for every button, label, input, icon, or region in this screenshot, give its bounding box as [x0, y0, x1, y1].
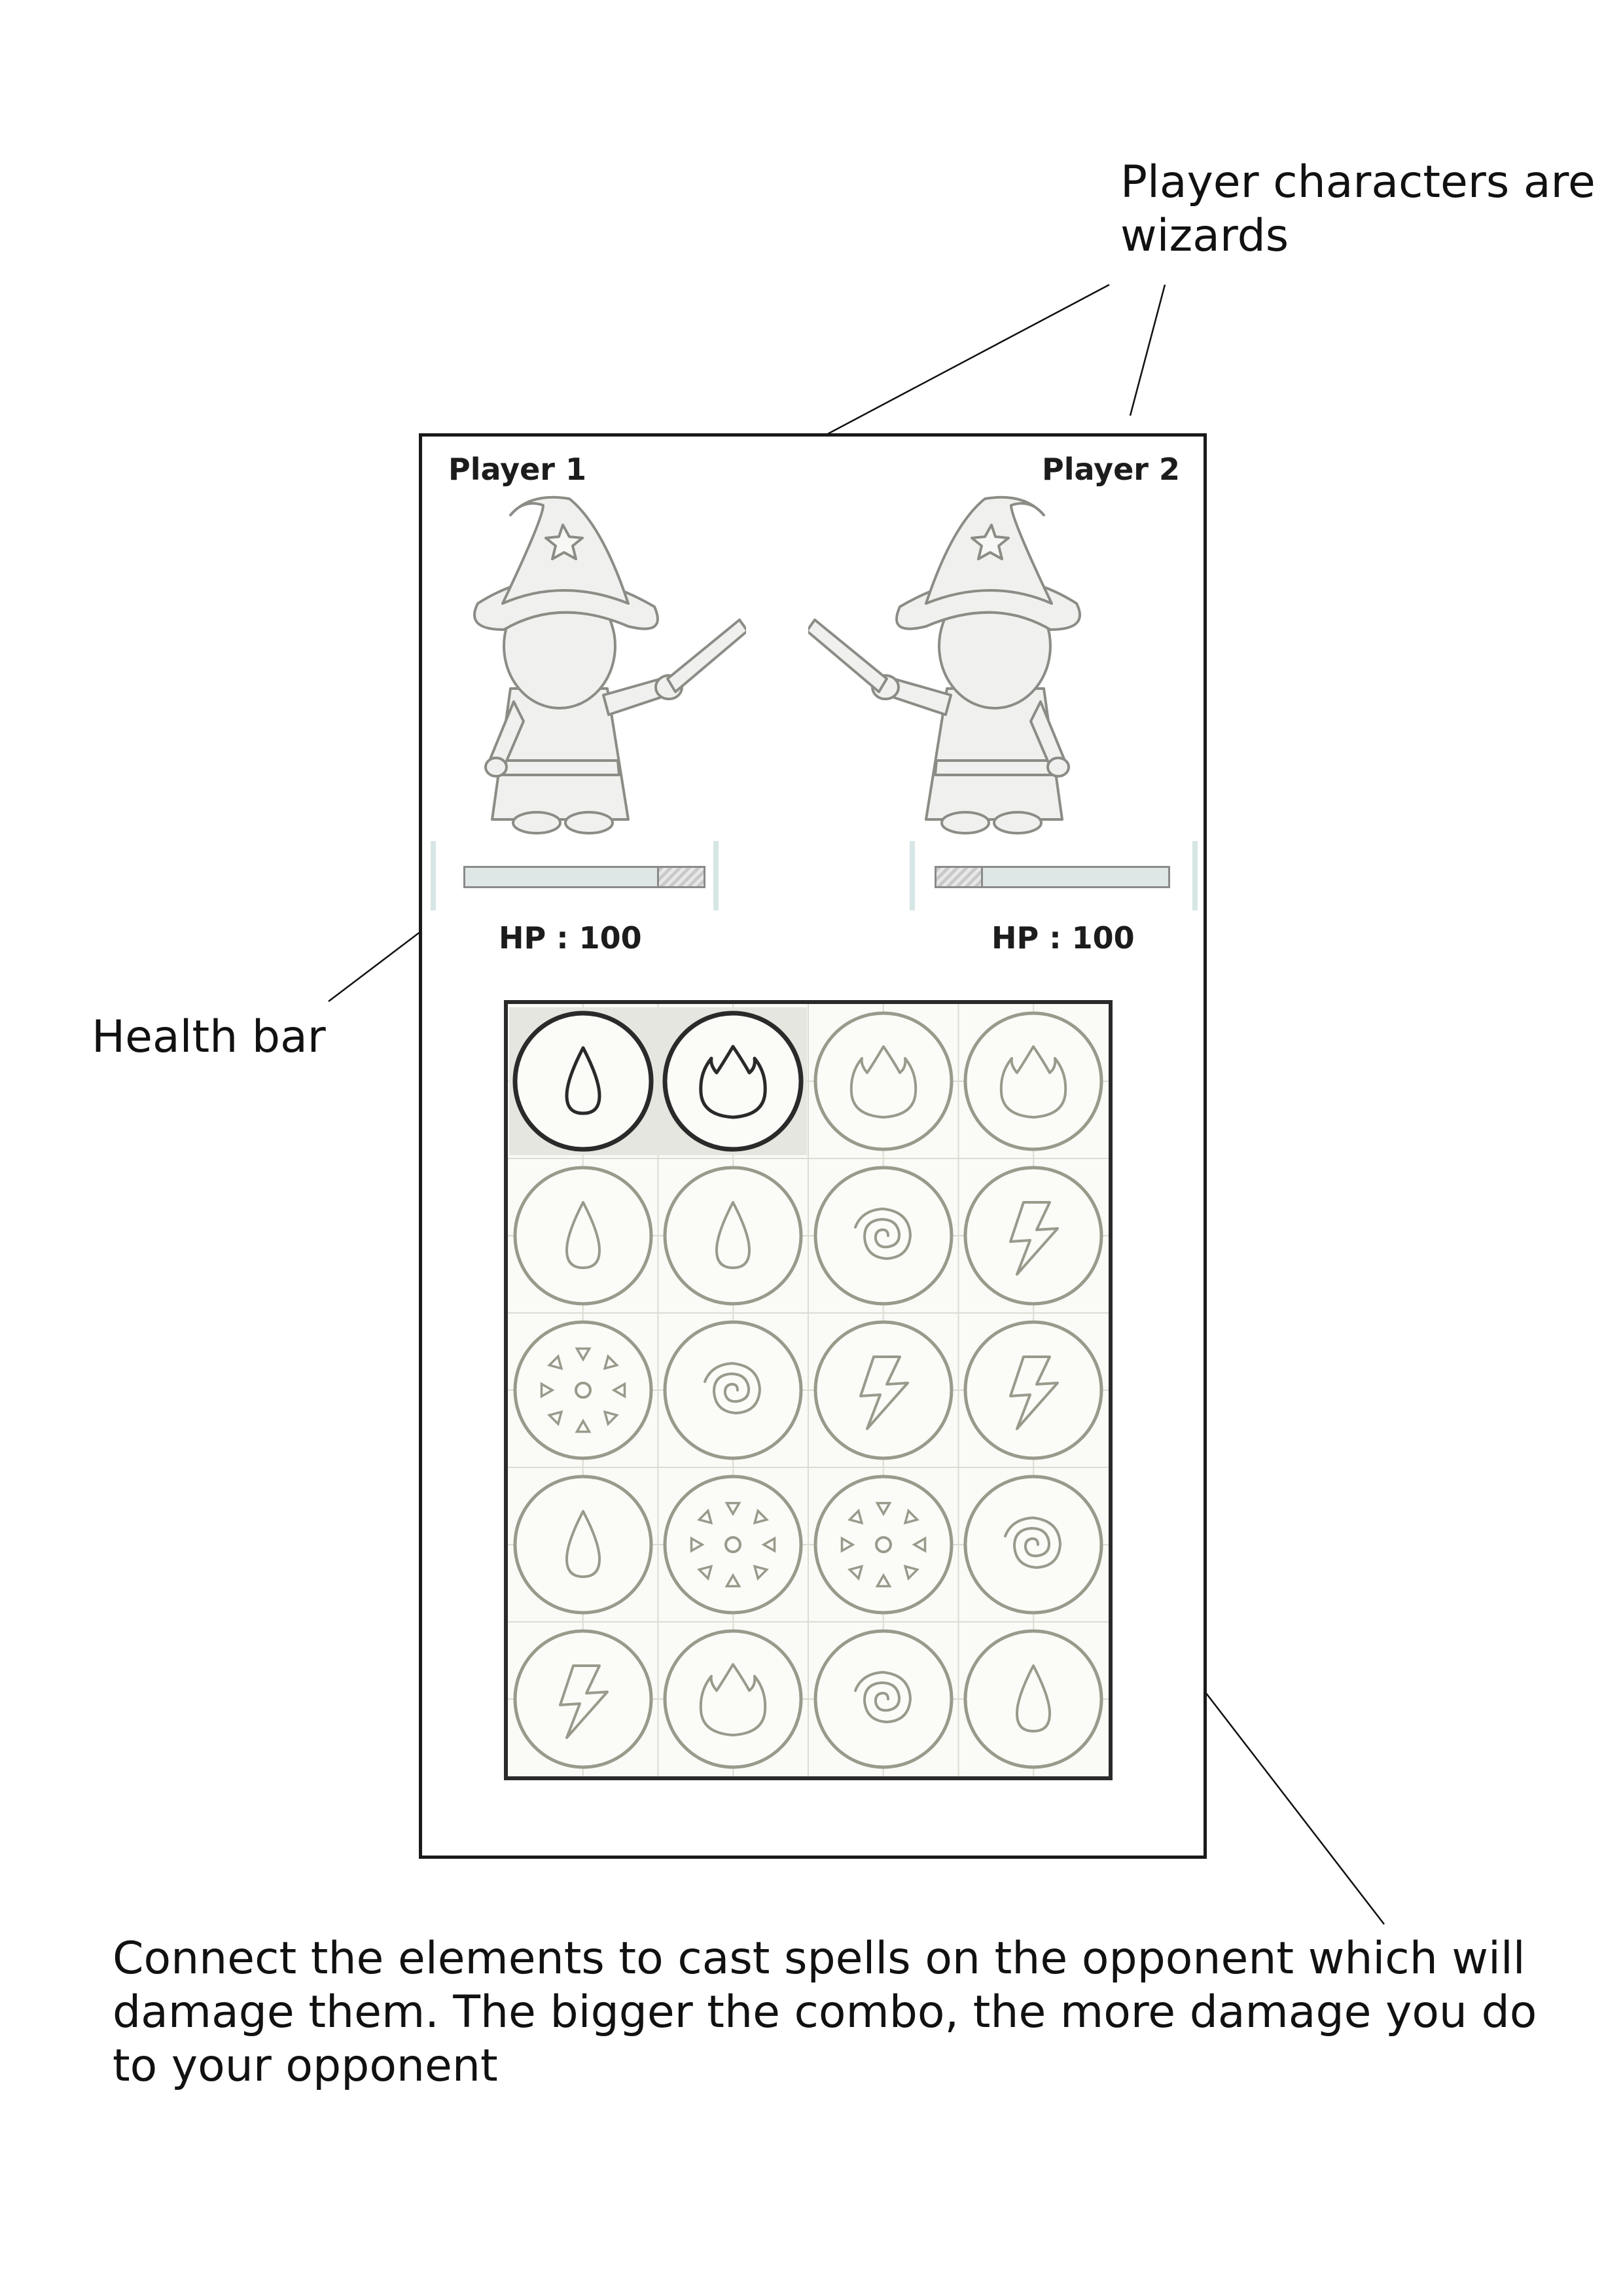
player-1-wizard — [473, 495, 746, 834]
element-tile-lightning[interactable] — [810, 1316, 957, 1464]
element-tile-water[interactable] — [659, 1162, 807, 1310]
leader-line-wizard-2 — [1129, 284, 1166, 416]
wind-icon — [813, 1166, 954, 1306]
element-tile-water[interactable] — [509, 1471, 657, 1619]
lightning-icon — [513, 1629, 653, 1769]
player-2-wizard — [808, 495, 1081, 834]
element-tile-water[interactable] — [959, 1625, 1107, 1773]
player-2-health-bar — [935, 866, 1170, 888]
player-2-hp-text: HP : 100 — [991, 920, 1135, 956]
element-board[interactable] — [504, 1000, 1113, 1780]
player-1-hp-text: HP : 100 — [499, 920, 642, 956]
water-icon — [663, 1166, 803, 1306]
element-tile-wind[interactable] — [959, 1471, 1107, 1619]
fire-icon — [963, 1011, 1103, 1151]
player-1-label: Player 1 — [448, 452, 586, 487]
fire-icon — [813, 1011, 954, 1151]
water-icon — [513, 1166, 653, 1306]
element-tile-fire[interactable] — [659, 1625, 807, 1773]
water-icon — [508, 1007, 657, 1155]
health-bar-cap — [936, 868, 983, 886]
earth-icon — [663, 1475, 803, 1615]
element-tile-water[interactable] — [509, 1162, 657, 1310]
lightning-icon — [813, 1320, 954, 1460]
player-1-health-bar — [463, 866, 705, 888]
element-tile-earth[interactable] — [509, 1316, 657, 1464]
annotation-connect-elements: Connect the elements to cast spells on t… — [113, 1933, 1537, 2092]
wind-icon — [963, 1475, 1103, 1615]
element-tile-fire[interactable] — [810, 1007, 957, 1155]
earth-icon — [813, 1475, 954, 1615]
fire-icon — [659, 1007, 808, 1155]
earth-icon — [513, 1320, 653, 1460]
wind-icon — [813, 1629, 954, 1769]
wind-icon — [663, 1320, 803, 1460]
element-tile-lightning[interactable] — [509, 1625, 657, 1773]
water-icon — [513, 1475, 653, 1615]
lightning-icon — [963, 1320, 1103, 1460]
annotation-wizards: Player characters are wizards — [1120, 156, 1596, 262]
element-tile-earth[interactable] — [659, 1471, 807, 1619]
element-tile-fire[interactable] — [659, 1007, 808, 1155]
player-2-label: Player 2 — [1042, 452, 1180, 487]
element-tile-fire[interactable] — [959, 1007, 1107, 1155]
element-tile-wind[interactable] — [810, 1625, 957, 1773]
element-tile-lightning[interactable] — [959, 1162, 1107, 1310]
player-2-health-frame — [910, 841, 1198, 910]
element-tile-water[interactable] — [508, 1007, 657, 1155]
fire-icon — [663, 1629, 803, 1769]
lightning-icon — [963, 1166, 1103, 1306]
health-bar-cap — [657, 868, 704, 886]
element-tile-earth[interactable] — [810, 1471, 957, 1619]
element-tile-lightning[interactable] — [959, 1316, 1107, 1464]
element-tile-wind[interactable] — [659, 1316, 807, 1464]
water-icon — [963, 1629, 1103, 1769]
annotation-health-bar: Health bar — [92, 1011, 326, 1063]
player-1-health-frame — [431, 841, 719, 910]
element-tile-wind[interactable] — [810, 1162, 957, 1310]
